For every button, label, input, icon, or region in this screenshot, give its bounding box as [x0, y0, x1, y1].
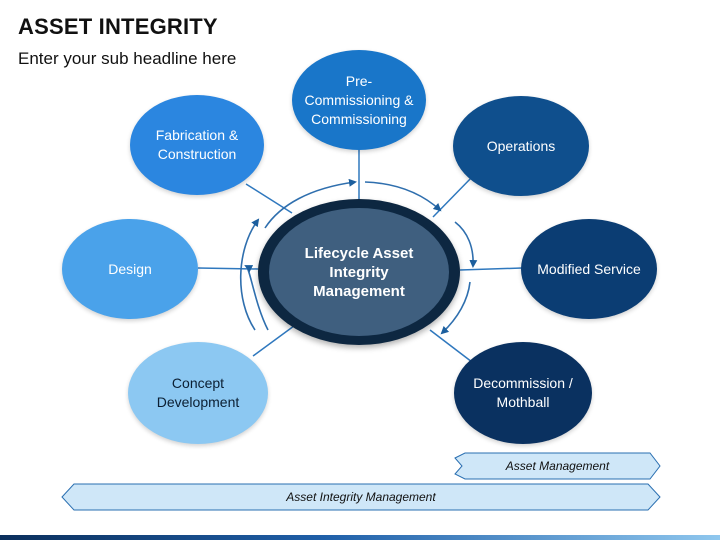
flow-arrows	[239, 178, 478, 335]
asset-integrity-management-label: Asset Integrity Management	[286, 490, 436, 504]
page-subtitle: Enter your sub headline here	[18, 49, 237, 68]
flow-arrow-left-outer	[239, 218, 260, 331]
asset-integrity-management-band	[61, 483, 661, 511]
node-pre-commissioning-label: Pre-Commissioning & Commissioning	[304, 72, 414, 127]
node-pre-commissioning: Pre-Commissioning & Commissioning	[292, 50, 426, 150]
node-design-label: Design	[108, 260, 152, 277]
connector-fabrication	[245, 183, 293, 214]
asset-management-band	[454, 452, 661, 480]
node-fabrication-label: Fabrication & Construction	[155, 127, 239, 162]
node-concept-label: Concept Development	[156, 375, 240, 410]
node-operations: Operations	[453, 96, 589, 196]
node-decommission-mothball: Decommission / Mothball	[454, 342, 592, 444]
flow-arrow-bottom-right	[440, 281, 471, 335]
node-modified-service: Modified Service	[521, 219, 657, 319]
flow-arrow-left-inner	[244, 265, 269, 331]
node-decommission-label: Decommission / Mothball	[473, 375, 573, 410]
page-title: ASSET INTEGRITY	[18, 14, 218, 39]
asset-management-label: Asset Management	[505, 459, 610, 473]
connector-decommission	[429, 329, 473, 363]
node-concept-development: Concept Development	[128, 342, 268, 444]
flow-arrow-right	[454, 221, 478, 268]
flow-arrow-top-right	[364, 181, 442, 212]
center-label: Lifecycle Asset Integrity Management	[304, 244, 414, 300]
center-hub-inner: Lifecycle Asset Integrity Management	[269, 208, 449, 336]
connector-concept	[252, 322, 299, 357]
flow-arrow-top-left	[264, 178, 357, 229]
footer-gradient-bar	[0, 535, 720, 540]
connector-modified-service	[459, 267, 523, 271]
node-modified-service-label: Modified Service	[537, 260, 641, 277]
connector-operations	[432, 174, 475, 218]
node-operations-label: Operations	[486, 137, 556, 154]
node-design: Design	[62, 219, 198, 319]
connector-design	[197, 267, 259, 270]
node-fabrication-construction: Fabrication & Construction	[130, 95, 264, 195]
center-hub: Lifecycle Asset Integrity Management	[258, 199, 460, 345]
